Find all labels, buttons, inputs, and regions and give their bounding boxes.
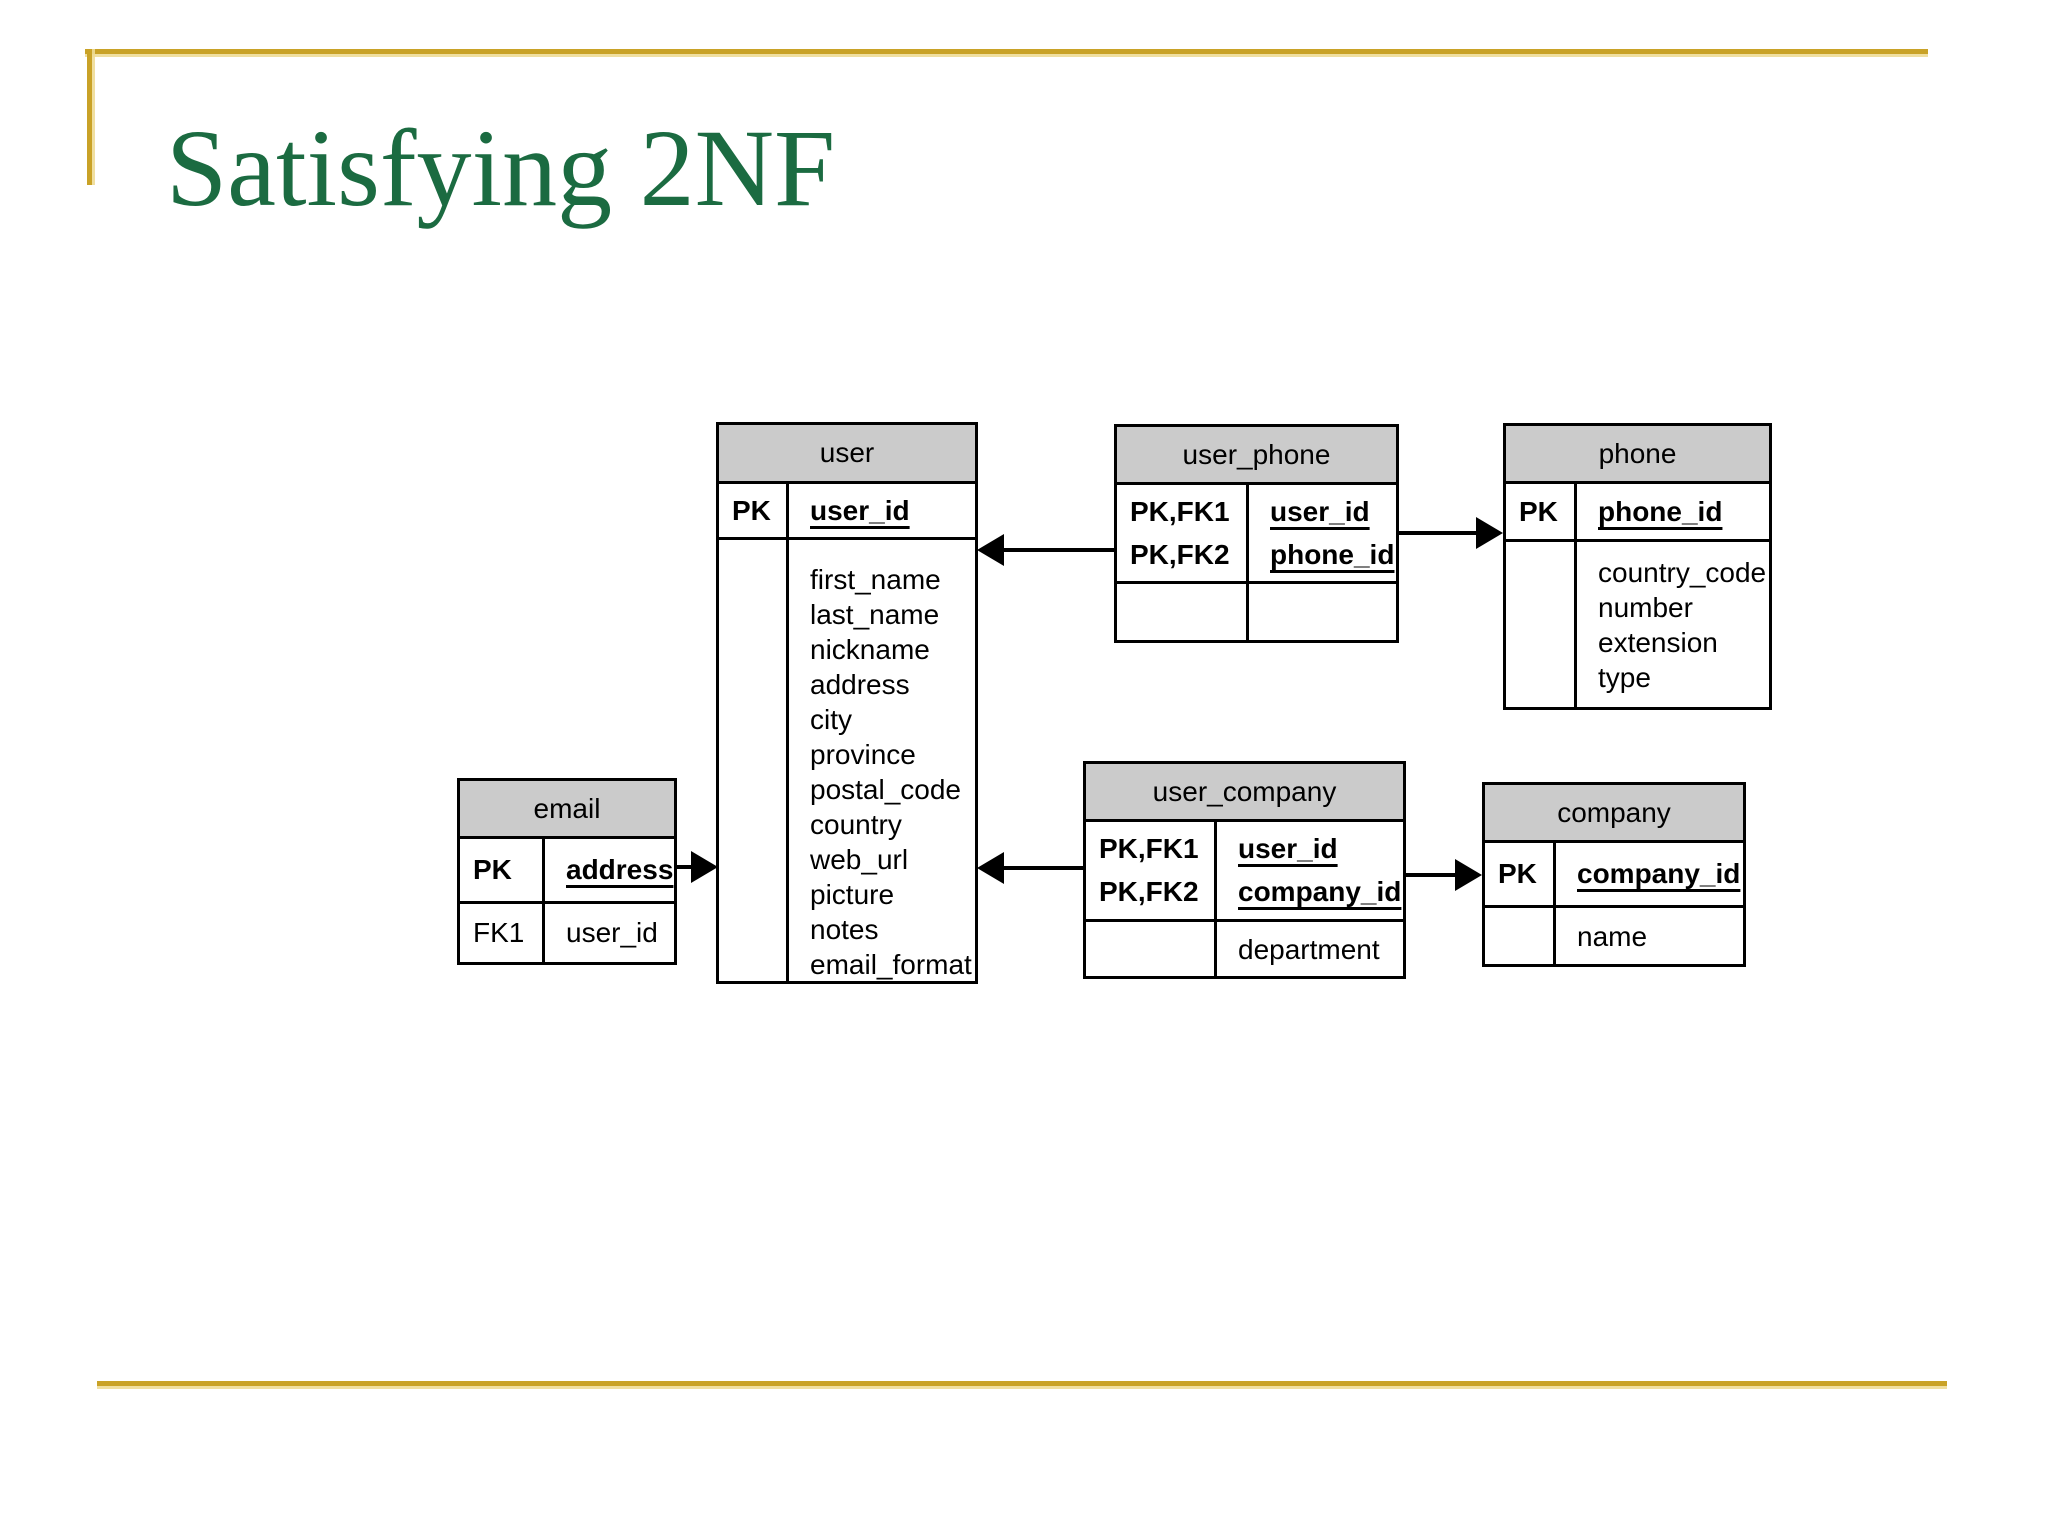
key-label-text: PK,FK2 [1130, 539, 1230, 570]
key-label-text: PK,FK1 [1130, 496, 1230, 527]
attribute-item: city [810, 704, 852, 735]
table-row: FK1 user_id [460, 904, 674, 962]
key-label-text: PK,FK2 [1099, 876, 1199, 907]
key-column-empty [719, 540, 789, 982]
attribute-list-empty [1249, 584, 1396, 640]
table-title-email: email [460, 781, 674, 839]
arrow-user-phone-to-phone-head [1476, 517, 1503, 549]
attribute-item: notes [810, 914, 879, 945]
key-label: PK,FK1 PK,FK2 [1117, 485, 1249, 581]
arrow-user-phone-to-phone-line [1397, 531, 1479, 535]
page-title: Satisfying 2NF [166, 107, 836, 229]
key-field-text: company_id [1577, 858, 1741, 889]
attribute-list: first_name last_name nickname address city pr… [789, 540, 975, 982]
key-field: company_id [1556, 843, 1743, 905]
table-row: name [1485, 908, 1743, 964]
key-field-text: address [566, 854, 674, 885]
key-field-text: user_id [1238, 833, 1338, 864]
key-label: PK [460, 839, 545, 901]
arrow-user-phone-to-user-line [1002, 548, 1114, 552]
table-row: PK,FK1 PK,FK2 user_id company_id [1086, 822, 1403, 922]
attribute-item: country [810, 809, 902, 840]
bottom-border-line [97, 1381, 1947, 1386]
arrow-user-company-to-user-line [1002, 866, 1083, 870]
table-row: PK user_id [719, 484, 975, 540]
attribute-item: email_format [810, 949, 972, 980]
top-border-line [85, 49, 1928, 54]
key-label: PK [719, 484, 789, 537]
entity-table-company: company PK company_id name [1482, 782, 1746, 967]
key-field: phone_id [1577, 484, 1769, 539]
arrow-user-company-to-user-head [977, 852, 1004, 884]
key-column-empty [1117, 584, 1249, 640]
key-field: user_id [789, 484, 975, 537]
entity-table-user-phone: user_phone PK,FK1 PK,FK2 user_id phone_i… [1114, 424, 1399, 643]
arrow-user-company-to-company-line [1406, 873, 1458, 877]
table-row: department [1086, 922, 1403, 976]
arrow-user-phone-to-user-head [977, 534, 1004, 566]
fk-label: FK1 [460, 904, 545, 962]
key-column-empty [1485, 908, 1556, 964]
table-title-user: user [719, 425, 975, 484]
table-row [1117, 584, 1396, 640]
entity-table-user-company: user_company PK,FK1 PK,FK2 user_id compa… [1083, 761, 1406, 979]
attribute-item: web_url [810, 844, 909, 875]
attribute-item: nickname [810, 634, 930, 665]
attribute-item: postal_code [810, 774, 962, 805]
key-field: address [545, 839, 674, 901]
table-row: PK phone_id [1506, 484, 1769, 542]
table-title-user-phone: user_phone [1117, 427, 1396, 485]
key-column-empty [1086, 922, 1217, 976]
attribute-item: extension [1598, 627, 1718, 658]
arrow-user-company-to-company-head [1455, 859, 1482, 891]
attribute-item: last_name [810, 599, 940, 630]
table-row: PK company_id [1485, 843, 1743, 908]
attribute-item: name [1577, 920, 1648, 952]
attribute-item: type [1598, 662, 1651, 693]
key-field-text: company_id [1238, 876, 1402, 907]
table-title-user-company: user_company [1086, 764, 1403, 822]
attribute-item: picture [810, 879, 895, 910]
key-label-text: PK,FK1 [1099, 833, 1199, 864]
attribute-list: name [1556, 908, 1743, 964]
attribute-item: number [1598, 592, 1693, 623]
key-field: user_id company_id [1217, 822, 1403, 919]
table-title-phone: phone [1506, 426, 1769, 484]
fk-field: user_id [566, 917, 658, 948]
arrow-email-to-user-head [691, 851, 718, 883]
table-row: first_name last_name nickname address city pr… [719, 540, 975, 982]
attribute-item: first_name [810, 564, 941, 595]
attribute-item: department [1238, 933, 1380, 965]
key-field-text: user_id [1270, 496, 1370, 527]
attribute-item: country_code [1598, 557, 1767, 588]
table-row: PK,FK1 PK,FK2 user_id phone_id [1117, 485, 1396, 584]
table-title-company: company [1485, 785, 1743, 843]
key-field-text: user_id [1270, 490, 1396, 533]
key-field-text: phone_id [1270, 533, 1396, 576]
attribute-item: province [810, 739, 916, 770]
key-field-text: user_id [1238, 827, 1403, 870]
left-border-line [87, 49, 92, 185]
key-field-text: company_id [1238, 870, 1403, 913]
table-row: PK address [460, 839, 674, 904]
key-field: user_id phone_id [1249, 485, 1396, 581]
key-field-text: user_id [810, 494, 910, 526]
key-label: PK [1506, 484, 1577, 539]
attribute-list: department [1217, 922, 1403, 976]
key-label: PK,FK1 PK,FK2 [1086, 822, 1217, 919]
key-field-text: phone_id [1598, 495, 1723, 527]
arrow-email-to-user-line [675, 865, 697, 869]
key-field-text: phone_id [1270, 539, 1395, 570]
attribute-item: address [810, 669, 910, 700]
entity-table-email: email PK address FK1 user_id [457, 778, 677, 965]
key-column-empty [1506, 542, 1577, 707]
key-label: PK [1485, 843, 1556, 905]
